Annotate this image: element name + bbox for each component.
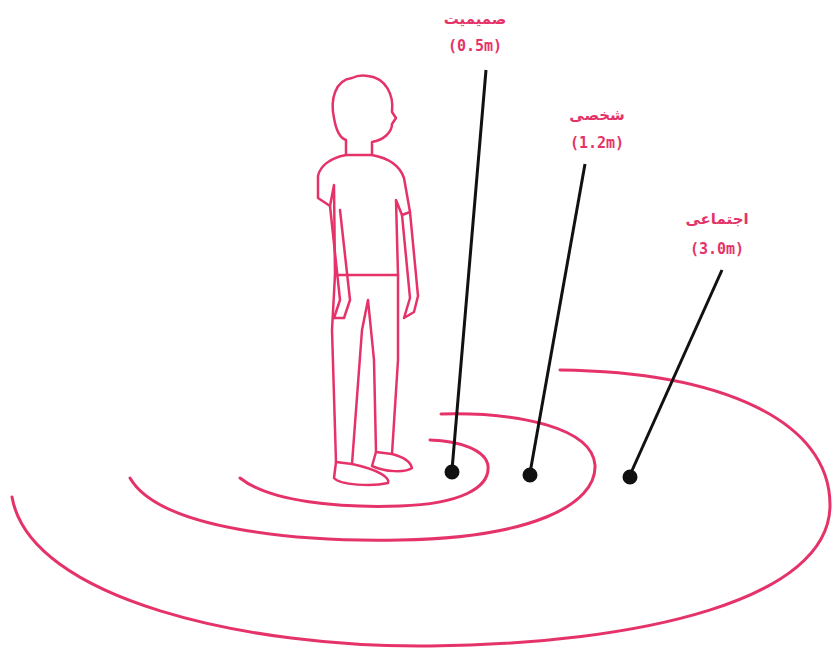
zone-name: اجتماعی (685, 210, 748, 228)
personal-zone-arc (130, 414, 595, 540)
zone-distance: (0.5m) (448, 37, 502, 55)
leader-lines (446, 70, 722, 483)
person-figure (318, 76, 418, 485)
zone-name: صمیمیت (444, 10, 507, 28)
social-zone-arc (12, 370, 830, 646)
intimate-zone-arc (240, 440, 488, 506)
zone-distance: (3.0m) (690, 240, 744, 258)
zone-distance: (1.2m) (570, 134, 624, 152)
zone-name: شخصی (569, 106, 625, 124)
